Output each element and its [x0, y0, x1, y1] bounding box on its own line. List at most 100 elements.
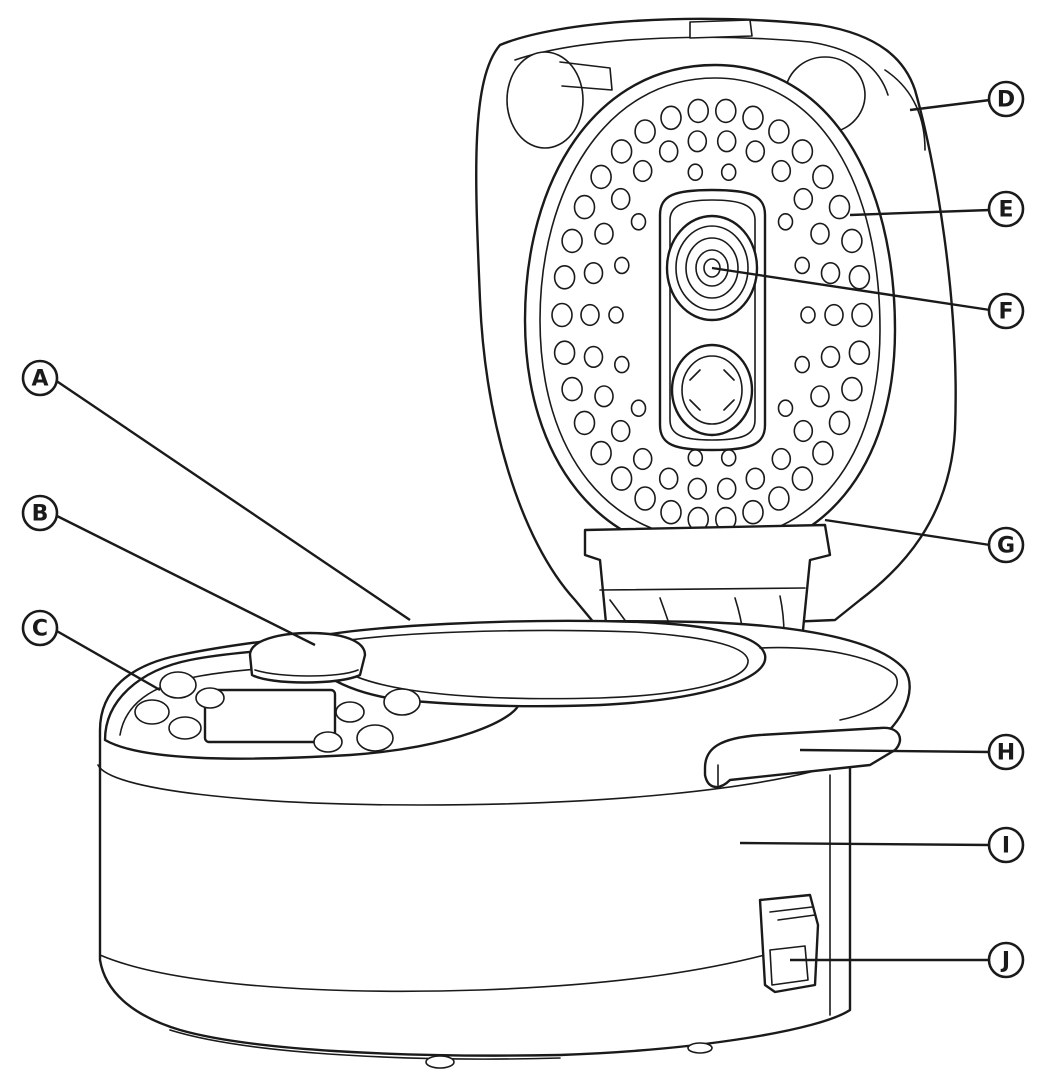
steam-hole — [777, 399, 794, 418]
steam-hole — [590, 440, 612, 466]
callout-d-label: D — [997, 88, 1015, 113]
steam-hole — [583, 345, 604, 369]
steam-hole — [841, 228, 863, 254]
leader-line-g — [824, 518, 991, 547]
steam-hole — [660, 499, 682, 525]
callout-g: G — [987, 526, 1025, 564]
steam-hole — [771, 159, 792, 183]
leader-line-c — [54, 628, 161, 692]
leader-line-d — [909, 98, 991, 112]
steam-hole — [608, 306, 624, 324]
steam-hole — [828, 410, 851, 436]
steam-hole — [573, 410, 596, 436]
steam-hole — [561, 376, 583, 402]
steam-hole — [658, 467, 679, 490]
steam-hole — [634, 486, 656, 511]
callout-h: H — [987, 733, 1025, 771]
steam-hole — [794, 256, 811, 275]
leader-line-b — [54, 513, 316, 647]
steam-hole — [820, 345, 841, 369]
callout-b-label: B — [32, 502, 49, 527]
steam-hole — [714, 98, 737, 124]
steam-hole — [687, 448, 704, 467]
steam-hole — [848, 264, 871, 290]
steam-hole — [777, 213, 794, 231]
steam-hole — [791, 466, 814, 491]
steam-hole — [768, 486, 790, 511]
steam-hole — [632, 159, 653, 183]
steam-hole — [771, 447, 792, 471]
leader-line-h — [799, 748, 991, 754]
steam-hole — [580, 303, 600, 327]
steam-hole — [794, 355, 811, 374]
callout-b: B — [21, 494, 59, 532]
steam-hole — [613, 355, 630, 374]
callouts: A B C D E F G H — [21, 80, 1025, 979]
steam-hole — [820, 262, 841, 285]
steam-hole — [590, 164, 612, 190]
steam-hole — [824, 303, 844, 327]
steam-hole — [594, 385, 614, 408]
callout-i: I — [987, 826, 1025, 864]
leader-line-f — [711, 266, 991, 312]
steam-hole — [630, 213, 647, 231]
steam-hole — [812, 164, 834, 190]
steam-hole — [573, 194, 596, 220]
steam-hole — [630, 399, 647, 418]
leader-line-i — [739, 841, 991, 847]
steam-hole — [610, 187, 631, 211]
callout-c-label: C — [32, 617, 48, 642]
steam-hole — [687, 163, 704, 181]
steam-hole — [561, 228, 583, 254]
callout-j-label: J — [1000, 949, 1010, 974]
steam-hole — [553, 340, 576, 366]
steam-hole — [658, 140, 679, 163]
steam-hole — [812, 440, 834, 466]
steam-hole — [687, 98, 710, 124]
steam-hole — [742, 499, 764, 525]
callout-a: A — [21, 359, 59, 397]
steam-hole — [613, 256, 630, 275]
control-panel — [134, 671, 421, 753]
steam-hole — [610, 419, 631, 443]
steam-hole — [791, 139, 814, 164]
steam-hole — [687, 477, 708, 500]
steam-hole — [745, 467, 766, 490]
steam-hole — [720, 448, 737, 467]
steam-hole — [583, 262, 604, 285]
callout-e: E — [987, 190, 1025, 228]
steam-hole — [848, 340, 871, 366]
steam-hole — [793, 419, 814, 443]
leader-line-a — [54, 379, 411, 621]
steam-hole — [632, 447, 653, 471]
steam-hole — [800, 306, 816, 324]
steam-hole — [660, 105, 682, 131]
steam-hole — [687, 130, 708, 153]
steam-hole — [551, 302, 573, 328]
steam-hole — [720, 163, 737, 181]
steam-hole — [610, 466, 633, 491]
steam-hole — [634, 119, 656, 144]
callout-c: C — [21, 609, 59, 647]
steam-valve — [658, 188, 767, 452]
steam-hole — [768, 119, 790, 144]
steam-hole — [841, 376, 863, 402]
steam-hole — [716, 477, 737, 500]
callout-g-label: G — [997, 534, 1015, 559]
callout-d: D — [987, 80, 1025, 118]
callout-i-label: I — [1002, 834, 1010, 859]
steam-hole — [828, 194, 851, 220]
steam-hole — [553, 264, 576, 290]
steam-hole — [810, 222, 830, 245]
callout-f-label: F — [998, 300, 1013, 325]
steam-hole — [742, 105, 764, 131]
steam-hole — [810, 385, 830, 408]
callout-f: F — [987, 292, 1025, 330]
steam-hole — [851, 302, 873, 328]
callout-e-label: E — [998, 198, 1013, 223]
steam-hole — [793, 187, 814, 211]
callout-h-label: H — [997, 741, 1015, 766]
callout-j: J — [987, 941, 1025, 979]
steam-hole — [745, 140, 766, 163]
